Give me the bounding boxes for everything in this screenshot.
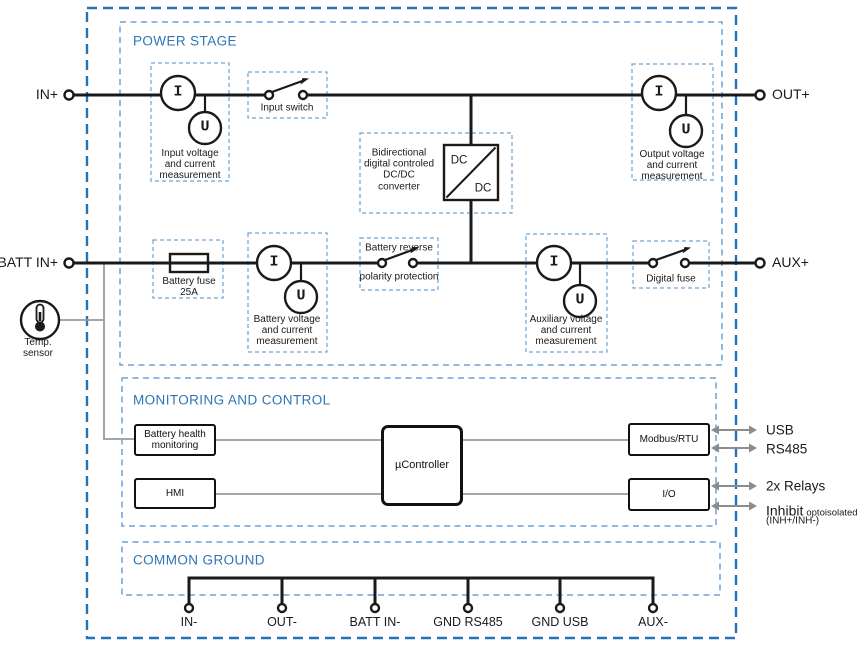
current-symbol: I xyxy=(549,253,559,271)
reverse-top-label: Battery reverse xyxy=(365,242,433,254)
common-ground-title: COMMON GROUND xyxy=(133,552,265,568)
batt-in-plus-label: BATT IN+ xyxy=(0,254,58,271)
battery-fuse-label: Battery fuse 25A xyxy=(162,275,216,298)
terminal-aux-plus xyxy=(754,257,766,269)
current-symbol: I xyxy=(654,83,664,101)
terminal-batt-in-plus xyxy=(63,257,75,269)
temp-sense-wire xyxy=(59,263,134,440)
voltage-sensor-aux xyxy=(562,283,598,319)
terminal-in-minus xyxy=(183,602,195,614)
power-stage-title: POWER STAGE xyxy=(133,33,237,49)
voltage-symbol: U xyxy=(575,291,585,309)
current-sensor-battery xyxy=(255,244,293,282)
out-minus-label: OUT- xyxy=(267,615,297,629)
inhibit-arrow xyxy=(711,501,757,511)
power-stage-box xyxy=(119,21,723,366)
output-measurement-label: Output voltage and current measurement xyxy=(639,149,705,183)
terminal-batt-in-minus xyxy=(369,602,381,614)
relays-arrow xyxy=(711,481,757,491)
thermometer-icon xyxy=(19,299,61,341)
inhibit-pins-label: (INH+/INH-) xyxy=(766,515,820,527)
temp-sensor-label: Temp. sensor xyxy=(22,336,54,359)
ground-bus xyxy=(187,576,655,604)
current-symbol: I xyxy=(269,253,279,271)
terminal-in-plus xyxy=(63,89,75,101)
dcdc-desc-label: Bidirectional digital controled DC/DC co… xyxy=(363,147,435,193)
output-measurement-box xyxy=(631,63,714,181)
out-plus-label: OUT+ xyxy=(772,86,810,103)
rs485-label: RS485 xyxy=(766,441,808,457)
inhibit-note-text: optoisolated xyxy=(806,507,858,519)
aux-minus-label: AUX- xyxy=(638,615,668,629)
gnd-rs485-label: GND RS485 xyxy=(433,615,503,629)
ucontroller-block: µController xyxy=(381,425,463,506)
terminal-gnd-usb xyxy=(554,602,566,614)
in-plus-label: IN+ xyxy=(35,86,58,103)
voltage-sensor-input xyxy=(187,110,223,146)
modbus-block: Modbus/RTU xyxy=(628,423,710,456)
ground-stubs xyxy=(280,578,562,604)
gnd-usb-label: GND USB xyxy=(531,615,589,629)
input-switch-label: Input switch xyxy=(260,102,314,114)
usb-arrow xyxy=(711,425,757,435)
reverse-bottom-label: polarity protection xyxy=(359,271,439,283)
dcdc-converter-box xyxy=(359,132,513,214)
aux-plus-label: AUX+ xyxy=(772,254,809,271)
current-sensor-aux xyxy=(535,244,573,282)
relays-label: 2x Relays xyxy=(766,478,826,494)
input-measurement-label: Input voltage and current measurement xyxy=(159,148,221,182)
battery-measurement-label: Battery voltage and current measurement xyxy=(253,314,321,348)
monitoring-box xyxy=(121,377,717,527)
aux-measurement-label: Auxiliary voltage and current measuremen… xyxy=(529,314,603,348)
voltage-sensor-battery xyxy=(283,279,319,315)
voltage-symbol: U xyxy=(200,118,210,136)
io-block: I/O xyxy=(628,478,710,511)
terminal-gnd-rs485 xyxy=(462,602,474,614)
terminal-aux-minus xyxy=(647,602,659,614)
current-symbol: I xyxy=(173,83,183,101)
rs485-arrow xyxy=(711,443,757,453)
monitoring-title: MONITORING AND CONTROL xyxy=(133,392,331,408)
batt-in-minus-label: BATT IN- xyxy=(349,615,401,629)
dc-bottom-label: DC xyxy=(474,182,492,195)
common-ground-box xyxy=(121,541,721,596)
battery-health-block: Battery health monitoring xyxy=(134,424,216,456)
voltage-symbol: U xyxy=(681,121,691,139)
voltage-symbol: U xyxy=(296,287,306,305)
reverse-protection-switch-symbol xyxy=(376,247,419,269)
current-sensor-input xyxy=(159,74,197,112)
current-sensor-output xyxy=(640,74,678,112)
aux-measurement-box xyxy=(525,233,608,353)
voltage-sensor-output xyxy=(668,113,704,149)
system-boundary-box xyxy=(85,6,738,640)
dc-top-label: DC xyxy=(450,154,468,167)
digital-fuse-label: Digital fuse xyxy=(646,273,696,285)
digital-fuse-switch-symbol xyxy=(647,247,691,269)
inhibit-text: Inhibit xyxy=(766,502,804,519)
input-switch-symbol xyxy=(263,78,309,101)
terminal-out-plus xyxy=(754,89,766,101)
usb-label: USB xyxy=(766,422,794,438)
battery-fuse-box xyxy=(152,239,224,299)
in-minus-label: IN- xyxy=(180,615,198,629)
hmi-block: HMI xyxy=(134,478,216,509)
terminal-out-minus xyxy=(276,602,288,614)
dcdc-diagonal xyxy=(445,146,497,199)
input-measurement-box xyxy=(150,62,230,182)
battery-measurement-box xyxy=(247,232,328,353)
